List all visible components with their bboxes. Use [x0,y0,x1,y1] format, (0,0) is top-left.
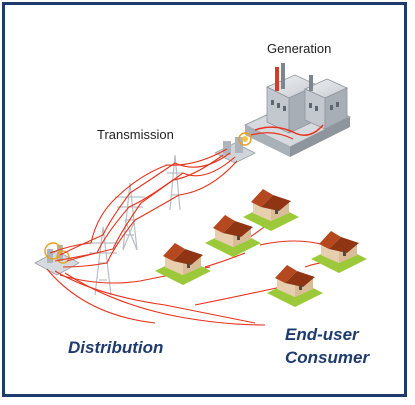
diagram-frame: Generation Transmission Distribution End… [2,2,407,397]
house-icon [155,189,367,307]
transformer-icon [214,132,256,164]
distribution-label: Distribution [68,338,164,357]
substation-icon [34,242,80,276]
power-plant-icon [243,63,352,157]
consumer-line: Consumer [285,348,370,367]
transmission-label: Transmission [97,127,174,142]
end-user-line: End-user [285,325,359,344]
end-user-consumer-label: End-user Consumer [285,323,369,369]
power-lines [46,148,341,326]
power-grid-illustration [34,63,367,326]
generation-label: Generation [267,41,332,56]
